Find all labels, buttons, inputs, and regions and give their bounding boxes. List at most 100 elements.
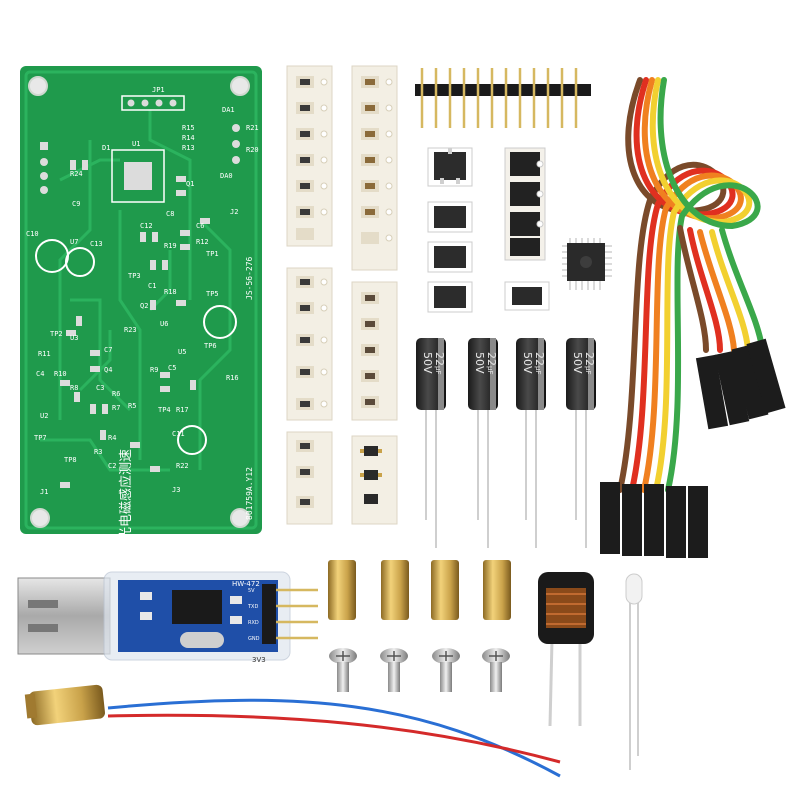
smd-tape-left-lower bbox=[286, 267, 333, 421]
capacitor-voltage: 50V bbox=[473, 352, 486, 374]
pcb-label: R17 bbox=[176, 406, 189, 414]
pcb-label: C12 bbox=[140, 222, 153, 230]
capacitor-value: 22 bbox=[485, 352, 498, 366]
pcb-label: JP1 bbox=[152, 86, 165, 94]
usb-pin-label: RXD bbox=[248, 620, 259, 626]
pcb-label: TP8 bbox=[64, 456, 77, 464]
pcb-label: C6 bbox=[196, 222, 204, 230]
usb-module-label-bottom: 3V3 bbox=[252, 656, 266, 664]
pcb-ic-footprint bbox=[111, 149, 165, 203]
pcb-title-cn: 光电磁感应测速 bbox=[118, 449, 134, 540]
pcb-label: R9 bbox=[150, 366, 158, 374]
pcb-label: R19 bbox=[164, 242, 177, 250]
pcb-label: C1 bbox=[148, 282, 156, 290]
pcb-label: J1 bbox=[40, 488, 48, 496]
pcb-smd-pads bbox=[60, 160, 210, 488]
pcb-label: R12 bbox=[196, 238, 209, 246]
dupont-connectors-bottom bbox=[600, 482, 708, 558]
pcb-traces bbox=[40, 110, 232, 472]
pcb-label: R4 bbox=[108, 434, 116, 442]
capacitor-value: 22 bbox=[583, 352, 596, 366]
pcb-pads-left bbox=[40, 124, 240, 194]
pcb-label: R21 bbox=[246, 124, 259, 132]
pcb-label: C8 bbox=[166, 210, 174, 218]
smd-diode-single bbox=[504, 281, 550, 311]
pcb-label: R8 bbox=[70, 384, 78, 392]
pcb-label: U6 bbox=[160, 320, 168, 328]
pcb-label: U3 bbox=[70, 334, 78, 342]
capacitor-voltage: 50V bbox=[421, 352, 434, 374]
pcb-label: Q2 bbox=[140, 302, 148, 310]
usb-ttl-module: HW-472 3V3 5V TXD RXD GND bbox=[17, 571, 318, 664]
pcb-label: R5 bbox=[128, 402, 136, 410]
capacitor-unit: μF bbox=[584, 366, 592, 374]
pcb-label: TP3 bbox=[128, 272, 141, 280]
pcb-label: U2 bbox=[40, 412, 48, 420]
pcb-label: TP2 bbox=[50, 330, 63, 338]
pcb-label: DA0 bbox=[220, 172, 233, 180]
qfp-chip bbox=[562, 238, 612, 290]
pcb-label: U1 bbox=[132, 140, 140, 148]
pcb-label: R10 bbox=[54, 370, 67, 378]
pcb-board: JP1 U1 D1 R24 Q1 R13 R14 R15 DA1 R21 DA0… bbox=[20, 66, 262, 540]
pcb-label: Q1 bbox=[186, 180, 194, 188]
dupont-ribbon-cable bbox=[617, 77, 765, 493]
mounting-holes bbox=[28, 76, 250, 528]
usb-pin-label: TXD bbox=[247, 604, 258, 610]
pcb-label: R15 bbox=[182, 124, 195, 132]
pcb-capacitor-rings bbox=[35, 239, 237, 455]
pcb-label: Q4 bbox=[104, 366, 112, 374]
pcb-label: C7 bbox=[104, 346, 112, 354]
dupont-connectors-right bbox=[695, 338, 786, 430]
pcb-label: D1 bbox=[102, 144, 110, 152]
capacitor-value: 22 bbox=[533, 352, 546, 366]
laser-diode bbox=[24, 684, 561, 778]
pcb-label: C9 bbox=[72, 200, 80, 208]
pcb-label: R24 bbox=[70, 170, 83, 178]
smd-tape-left bbox=[286, 65, 333, 247]
capacitor-value: 22 bbox=[433, 352, 446, 366]
pcb-label: TP4 bbox=[158, 406, 171, 414]
brass-standoffs bbox=[328, 560, 511, 620]
pcb-label: C10 bbox=[26, 230, 39, 238]
usb-pin-label: GND bbox=[248, 636, 260, 642]
pcb-label: C2 bbox=[108, 462, 116, 470]
led bbox=[625, 573, 643, 770]
smd-tape-diodes bbox=[351, 435, 398, 525]
pcb-label: U7 bbox=[70, 238, 78, 246]
pcb-label: J3 bbox=[172, 486, 180, 494]
smd-tape-mid bbox=[351, 65, 398, 271]
pcb-label: R16 bbox=[226, 374, 239, 382]
usb-pin-label: 5V bbox=[248, 588, 255, 594]
smd-tape-bottom-left bbox=[286, 431, 333, 525]
pcb-serial: 801759A.Y12 bbox=[245, 467, 254, 520]
screws bbox=[329, 648, 510, 692]
pcb-label: J2 bbox=[230, 208, 238, 216]
pcb-label: C13 bbox=[90, 240, 103, 248]
pcb-label: R6 bbox=[112, 390, 120, 398]
pcb-label: TP6 bbox=[204, 342, 217, 350]
pcb-label: TP1 bbox=[206, 250, 219, 258]
capacitor-voltage: 50V bbox=[571, 352, 584, 374]
pcb-label: DA1 bbox=[222, 106, 235, 114]
smd-tape-mid-lower bbox=[351, 281, 398, 421]
pcb-label: R22 bbox=[176, 462, 189, 470]
pcb-label: R3 bbox=[94, 448, 102, 456]
capacitor-voltage: 50V bbox=[521, 352, 534, 374]
pin-header-strip bbox=[415, 68, 591, 128]
usb-module-label-top: HW-472 bbox=[232, 580, 260, 588]
sot-transistor-tape bbox=[427, 147, 473, 313]
pcb-label: C4 bbox=[36, 370, 44, 378]
pcb-label: R13 bbox=[182, 144, 195, 152]
pcb-label: TP5 bbox=[206, 290, 219, 298]
pcb-header-jp1 bbox=[121, 95, 185, 111]
pcb-label: R11 bbox=[38, 350, 51, 358]
capacitor-unit: μF bbox=[434, 366, 442, 374]
pcb-label: R14 bbox=[182, 134, 195, 142]
pcb-label: C11 bbox=[172, 430, 185, 438]
capacitor-unit: μF bbox=[534, 366, 542, 374]
pcb-label: R7 bbox=[112, 404, 120, 412]
sot-ic-tape bbox=[504, 147, 546, 261]
pcb-label: C5 bbox=[168, 364, 176, 372]
